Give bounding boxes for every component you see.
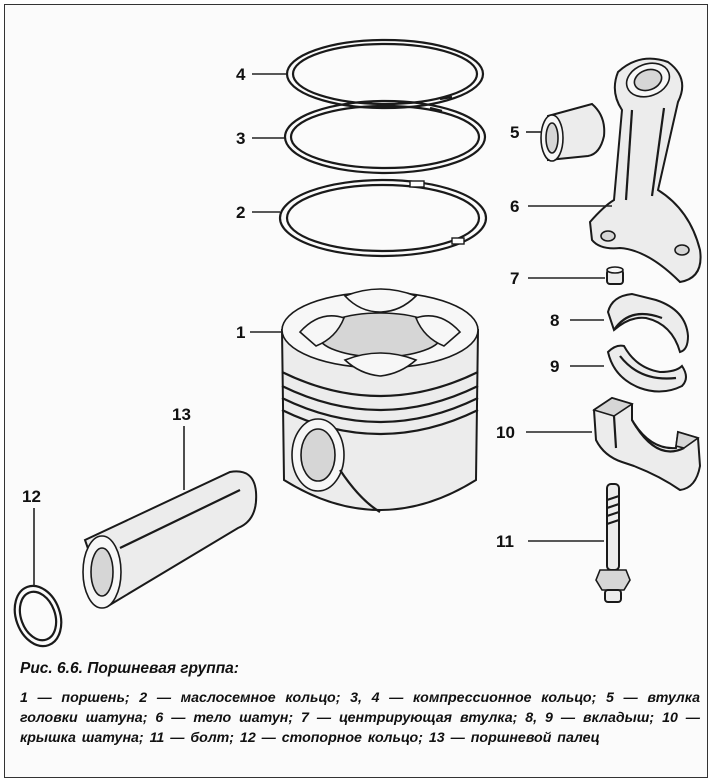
callout-10: 10 (496, 423, 515, 442)
figure-caption: Рис. 6.6. Поршневая группа: 1 — поршень;… (20, 660, 700, 748)
caption-title: Рис. 6.6. Поршневая группа: (20, 660, 239, 677)
callout-labels: 4 3 2 1 13 12 5 6 7 8 9 10 11 (22, 65, 559, 551)
compression-ring-top (285, 38, 485, 110)
oil-control-ring (278, 178, 488, 258)
callout-13: 13 (172, 405, 191, 424)
bearing-shell-upper (606, 292, 690, 354)
callout-9: 9 (550, 357, 559, 376)
bearing-shell-lower (606, 344, 687, 393)
callout-6: 6 (510, 197, 519, 216)
compression-ring-middle (283, 99, 487, 175)
callout-4: 4 (236, 65, 246, 84)
piston (280, 288, 480, 513)
caption-legend: 1 — поршень; 2 — маслосемное кольцо; 3, … (20, 690, 700, 746)
callout-7: 7 (510, 269, 519, 288)
callout-11: 11 (496, 532, 514, 551)
connecting-rod-cap (592, 396, 702, 492)
callout-8: 8 (550, 311, 559, 330)
leader-lines (33, 73, 612, 586)
callout-12: 12 (22, 487, 41, 506)
small-end-bushing (540, 102, 606, 162)
callout-2: 2 (236, 203, 245, 222)
circlip (13, 584, 63, 648)
callout-1: 1 (236, 323, 245, 342)
connecting-rod (588, 57, 702, 284)
callout-3: 3 (236, 129, 245, 148)
piston-pin (82, 470, 258, 609)
rod-bolt (595, 483, 631, 603)
callout-5: 5 (510, 123, 519, 142)
centering-sleeve (606, 266, 624, 285)
